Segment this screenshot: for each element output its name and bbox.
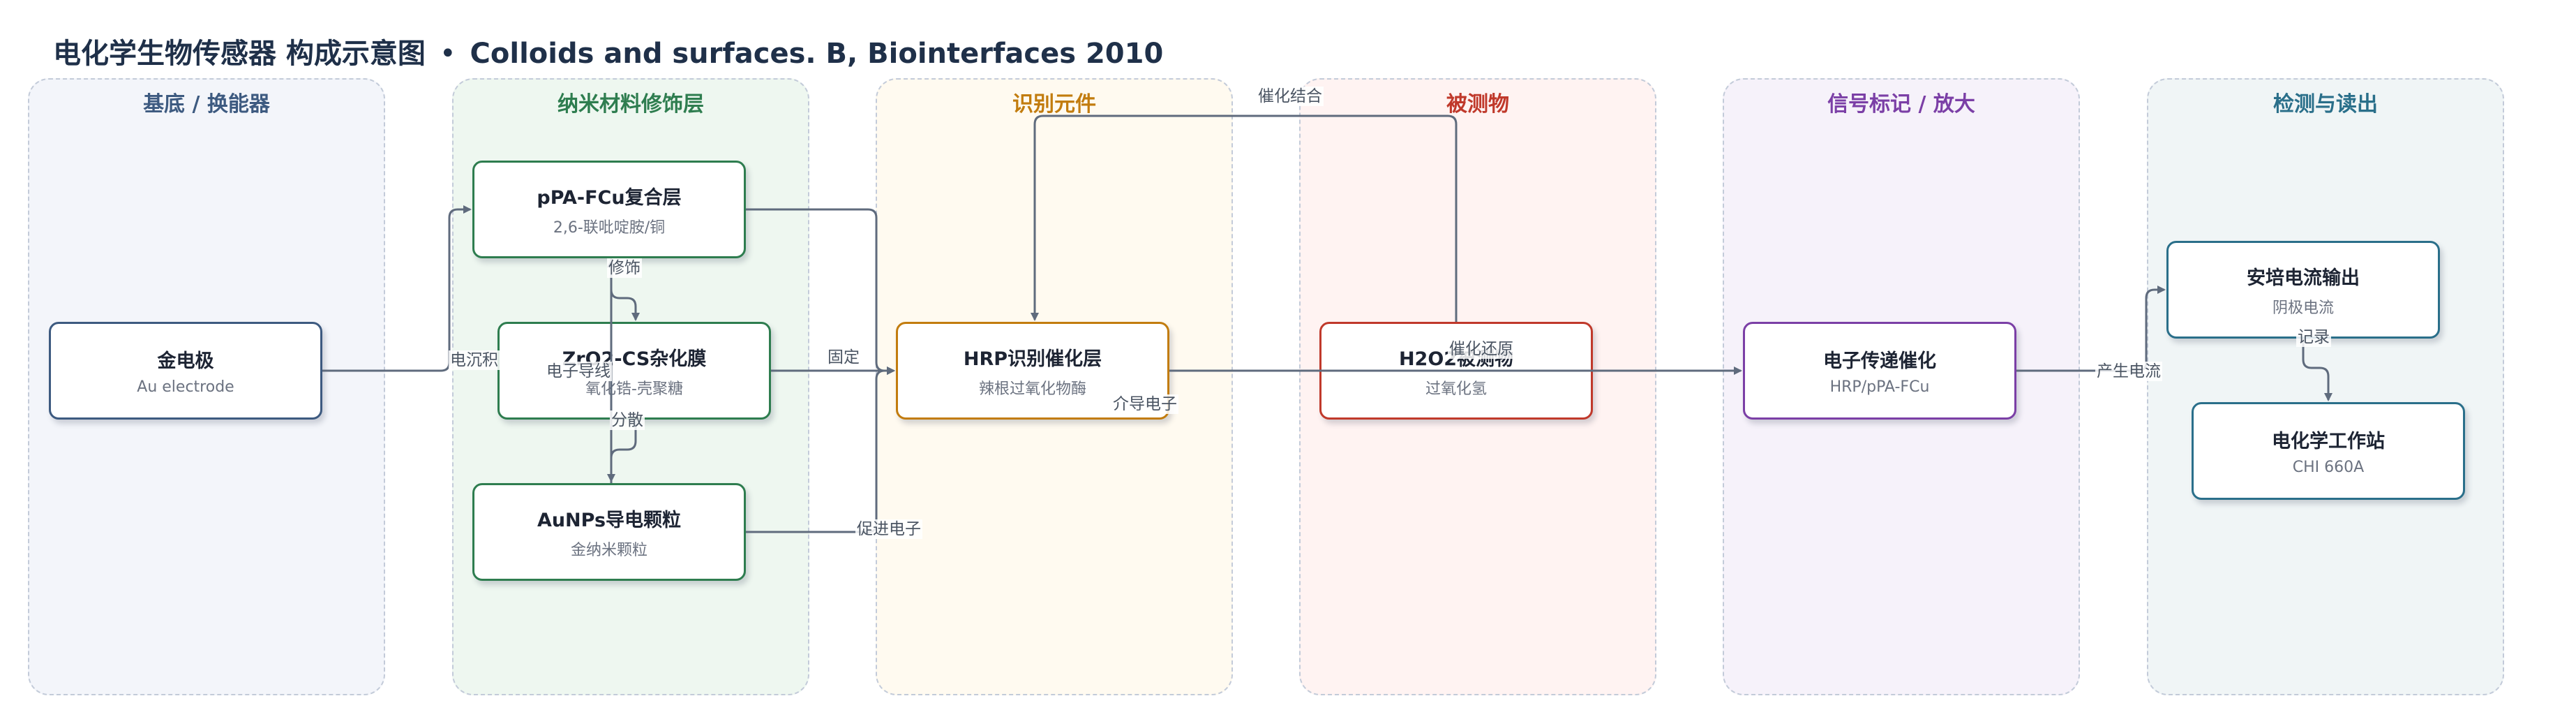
node-ppa-fcu: pPA-FCu复合层 2,6-联吡啶胺/铜 bbox=[472, 161, 746, 258]
edge-label-generate-current: 产生电流 bbox=[2095, 362, 2162, 381]
edge-label-catalytic-binding: 催化结合 bbox=[1257, 87, 1324, 106]
edge-label-mediate-electron: 介导电子 bbox=[1111, 394, 1178, 414]
node-title: AuNPs导电颗粒 bbox=[537, 509, 682, 531]
lane-title-analyte: 被测物 bbox=[1446, 92, 1509, 117]
node-title: 电子传递催化 bbox=[1823, 350, 1936, 372]
lane-readout bbox=[2147, 78, 2504, 695]
node-subtitle: 2,6-联吡啶胺/铜 bbox=[553, 219, 666, 237]
title-source: Colloids and surfaces. B, Biointerfaces … bbox=[470, 38, 1164, 70]
node-title: HRP识别催化层 bbox=[963, 348, 1102, 370]
node-title: 金电极 bbox=[157, 350, 214, 372]
edge-label-electron-wire: 电子导线 bbox=[545, 362, 612, 381]
edge-label-promote-electron: 促进电子 bbox=[855, 519, 922, 539]
lane-title-substrate: 基底 / 换能器 bbox=[143, 92, 270, 117]
edge-label-immobilize: 固定 bbox=[826, 348, 861, 367]
node-title: pPA-FCu复合层 bbox=[537, 186, 682, 209]
edge-label-modify: 修饰 bbox=[607, 258, 642, 278]
node-subtitle: 辣根过氧化物酶 bbox=[978, 380, 1086, 398]
edge-label-electrodeposition: 电沉积 bbox=[449, 350, 500, 370]
lane-title-nano-modification: 纳米材料修饰层 bbox=[557, 92, 704, 117]
node-zro2-cs: ZrO2-CS杂化膜 氧化锆-壳聚糖 bbox=[497, 322, 771, 420]
lane-title-signal: 信号标记 / 放大 bbox=[1827, 92, 1975, 117]
node-subtitle: 氧化锆-壳聚糖 bbox=[585, 380, 683, 398]
node-subtitle: 阴极电流 bbox=[2272, 299, 2334, 317]
lane-title-readout: 检测与读出 bbox=[2273, 92, 2378, 117]
node-subtitle: CHI 660A bbox=[2292, 459, 2365, 476]
page-title: 电化学生物传感器 构成示意图 • Colloids and surfaces. B,… bbox=[53, 31, 1163, 71]
node-subtitle: 金纳米颗粒 bbox=[570, 541, 647, 559]
title-main: 电化学生物传感器 构成示意图 bbox=[53, 38, 426, 70]
lane-title-recognition: 识别元件 bbox=[1012, 92, 1096, 117]
node-subtitle: 过氧化氢 bbox=[1425, 380, 1487, 398]
node-subtitle: Au electrode bbox=[137, 378, 234, 396]
node-current-output: 安培电流输出 阴极电流 bbox=[2166, 241, 2440, 339]
title-separator: • bbox=[439, 38, 456, 70]
node-h2o2: H2O2被测物 过氧化氢 bbox=[1319, 322, 1593, 420]
edge-label-record: 记录 bbox=[2296, 327, 2331, 347]
edge-label-catalytic-reduction: 催化还原 bbox=[1448, 339, 1515, 359]
node-workstation: 电化学工作站 CHI 660A bbox=[2192, 402, 2465, 500]
node-title: 安培电流输出 bbox=[2247, 267, 2360, 289]
node-electron-transfer: 电子传递催化 HRP/pPA-FCu bbox=[1743, 322, 2016, 420]
node-subtitle: HRP/pPA-FCu bbox=[1829, 378, 1930, 396]
edge-label-disperse: 分散 bbox=[610, 410, 645, 430]
node-title: 电化学工作站 bbox=[2272, 431, 2385, 452]
node-aunps: AuNPs导电颗粒 金纳米颗粒 bbox=[472, 483, 746, 581]
node-gold-electrode: 金电极 Au electrode bbox=[49, 322, 322, 420]
